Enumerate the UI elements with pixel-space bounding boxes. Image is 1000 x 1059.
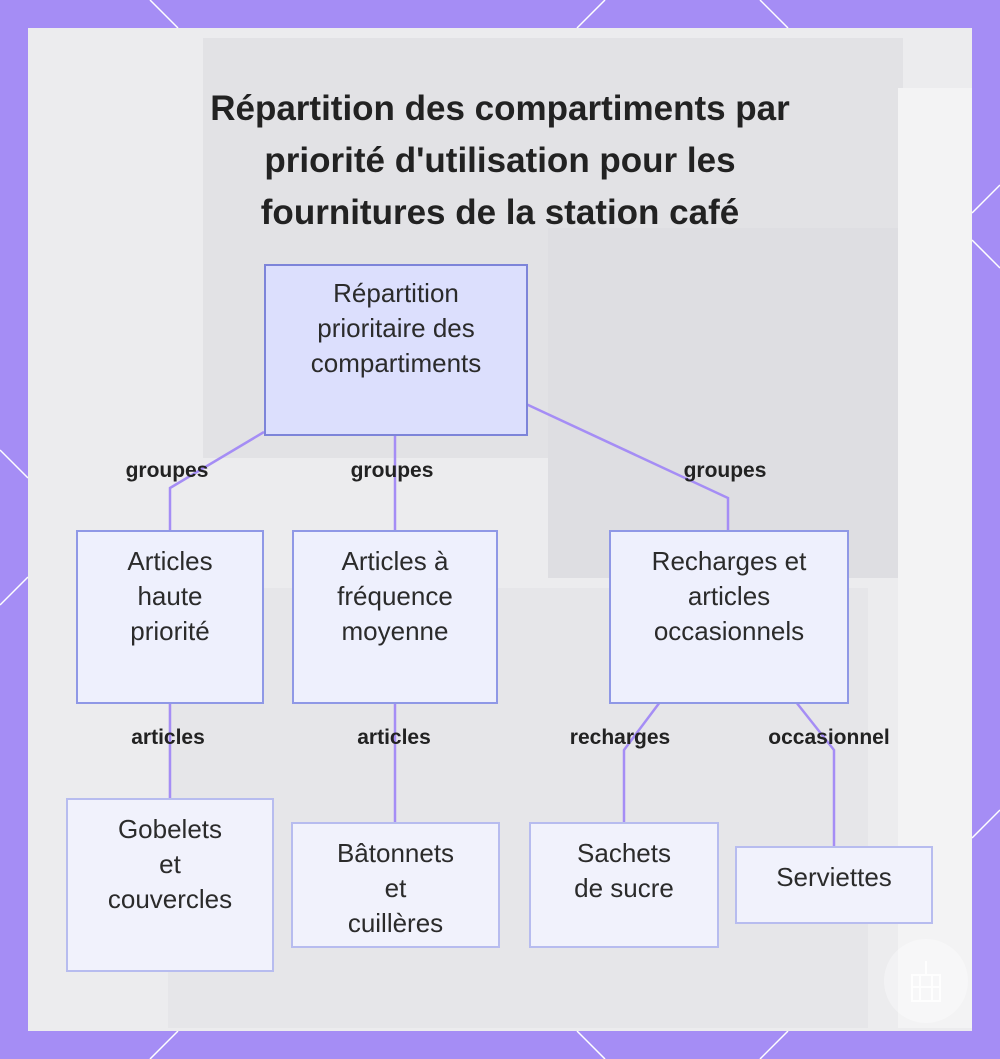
edge-label-root-medium: groupes xyxy=(350,459,434,482)
edge-refills-napkins xyxy=(795,701,836,848)
node-napkins-label: Serviettes xyxy=(776,862,892,892)
page-title: Répartition des compartiments par priori… xyxy=(28,83,972,239)
watermark-badge xyxy=(884,939,968,1023)
node-napkins: Serviettes xyxy=(735,846,933,924)
edge-refills-sugar xyxy=(622,701,661,824)
diagram-panel: Répartition des compartiments par priori… xyxy=(28,28,972,1031)
edge-label-refills-napkins: occasionnel xyxy=(768,726,890,749)
node-refills-label: Recharges et articles occasionnels xyxy=(651,546,807,646)
node-root-label: Répartition prioritaire des compartiment… xyxy=(310,278,482,378)
node-root-compartments: Répartition prioritaire des compartiment… xyxy=(264,264,528,436)
building-icon xyxy=(911,961,941,1002)
node-stirrers-spoons: Bâtonnets et cuillères xyxy=(291,822,500,948)
node-medium-label: Articles à fréquence moyenne xyxy=(337,546,453,646)
node-high-label: Articles haute priorité xyxy=(127,546,213,646)
node-refills-occasional: Recharges et articles occasionnels xyxy=(609,530,849,704)
edge-label-medium-stirrers: articles xyxy=(357,726,431,749)
edge-label-root-refills: groupes xyxy=(683,459,767,482)
node-cups-lids: Gobelets et couvercles xyxy=(66,798,274,972)
background-shape xyxy=(548,228,898,578)
node-stirrers-label: Bâtonnets et cuillères xyxy=(336,838,455,938)
node-sugar-packets: Sachets de sucre xyxy=(529,822,719,948)
connector-lines xyxy=(168,402,836,848)
node-cups-label: Gobelets et couvercles xyxy=(107,814,233,914)
edge-label-high-cups: articles xyxy=(131,726,205,749)
node-medium-frequency: Articles à fréquence moyenne xyxy=(292,530,498,704)
edge-root-high xyxy=(168,430,265,530)
edge-label-root-high: groupes xyxy=(125,459,209,482)
title-line-2: priorité d'utilisation pour les xyxy=(264,141,736,180)
title-line-3: fournitures de la station café xyxy=(260,193,740,232)
node-sugar-label: Sachets de sucre xyxy=(574,838,674,903)
edge-label-refills-sugar: recharges xyxy=(569,726,671,749)
title-line-1: Répartition des compartiments par xyxy=(210,89,790,128)
node-high-priority: Articles haute priorité xyxy=(76,530,264,704)
edge-root-refills xyxy=(525,402,730,530)
